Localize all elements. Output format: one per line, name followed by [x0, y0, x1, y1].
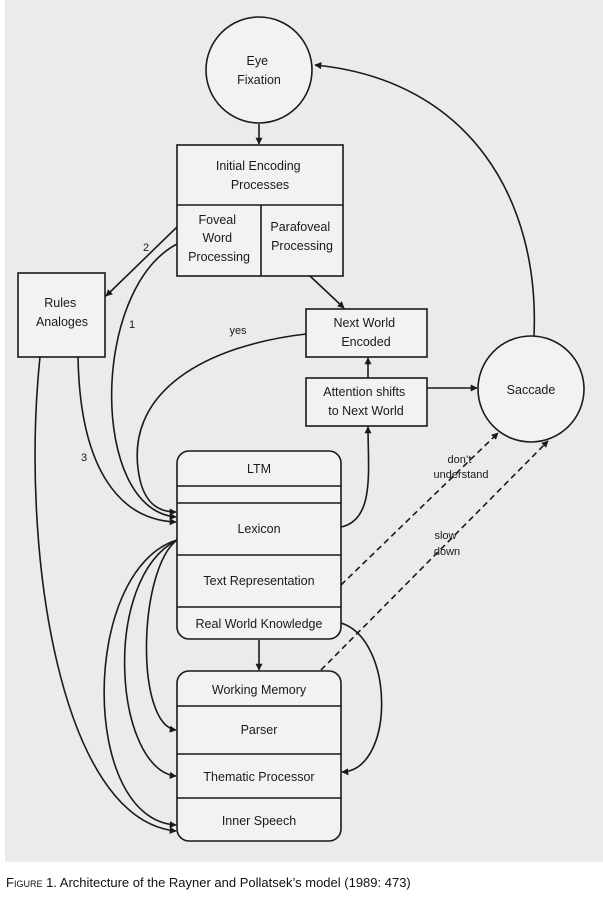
foveal-label: Foveal Word Processing — [188, 213, 250, 264]
edge-ltm-to-parser — [145, 539, 178, 733]
text-representation-label: Text Representation — [203, 574, 314, 588]
eye-fixation-label: Eye Fixation — [237, 54, 281, 87]
saccade-label: Saccade — [507, 383, 556, 397]
figure-caption: Figure 1. Architecture of the Rayner and… — [6, 875, 411, 890]
next-word-encoded-label: Next World Encoded — [333, 316, 398, 349]
inner-speech-label: Inner Speech — [222, 814, 296, 828]
edge-label-dont-understand: don’t understand — [433, 454, 488, 481]
edge-ltm-to-thematic — [123, 539, 178, 779]
rules-label: Rules Analoges — [36, 296, 88, 329]
edge-rules-to-lexicon — [77, 356, 177, 526]
edge-label-yes: yes — [229, 325, 247, 337]
ltm-label: LTM — [247, 462, 271, 476]
model-diagram: Eye Fixation Initial Encoding Processes … — [17, 16, 585, 842]
edge-rules-to-innerspeech — [34, 356, 177, 834]
ltm-box — [176, 450, 342, 640]
rules-box — [17, 272, 106, 358]
lexicon-label: Lexicon — [237, 522, 280, 536]
edge-parafoveal-to-next — [309, 275, 345, 309]
initial-encoding-label: Initial Encoding Processes — [216, 159, 304, 192]
attention-shifts-label: Attention shifts to Next World — [323, 385, 408, 418]
edge-label-1: 1 — [129, 319, 135, 331]
edge-text-to-saccade — [340, 432, 499, 586]
edge-encoding-to-rules — [105, 226, 178, 297]
edge-rwk-to-thematic — [340, 622, 383, 776]
edge-ltm-to-innerspeech — [103, 539, 178, 829]
edge-next-to-lexicon-yes — [136, 333, 307, 516]
thematic-processor-label: Thematic Processor — [203, 770, 314, 784]
parser-label: Parser — [241, 723, 278, 737]
edge-label-3: 3 — [81, 452, 87, 464]
attention-shifts-box — [305, 377, 428, 427]
edge-saccade-to-eye — [314, 62, 536, 337]
next-word-encoded-box — [305, 308, 428, 358]
saccade-node — [477, 335, 585, 443]
real-world-knowledge-label: Real World Knowledge — [196, 617, 323, 631]
edge-foveal-to-lexicon — [110, 243, 178, 520]
edge-label-2: 2 — [143, 242, 149, 254]
working-memory-label: Working Memory — [212, 683, 307, 697]
parafoveal-label: Parafoveal Processing — [270, 220, 333, 253]
edge-label-slow-down: slow down — [434, 530, 460, 558]
edge-rwk-to-saccade — [320, 440, 549, 671]
edge-lexicon-to-attention — [340, 426, 372, 528]
initial-encoding-box — [176, 144, 344, 277]
caption-figure-word: Figure — [6, 875, 43, 890]
eye-fixation-node — [205, 16, 313, 124]
caption-text: 1. Architecture of the Rayner and Pollat… — [42, 875, 411, 890]
